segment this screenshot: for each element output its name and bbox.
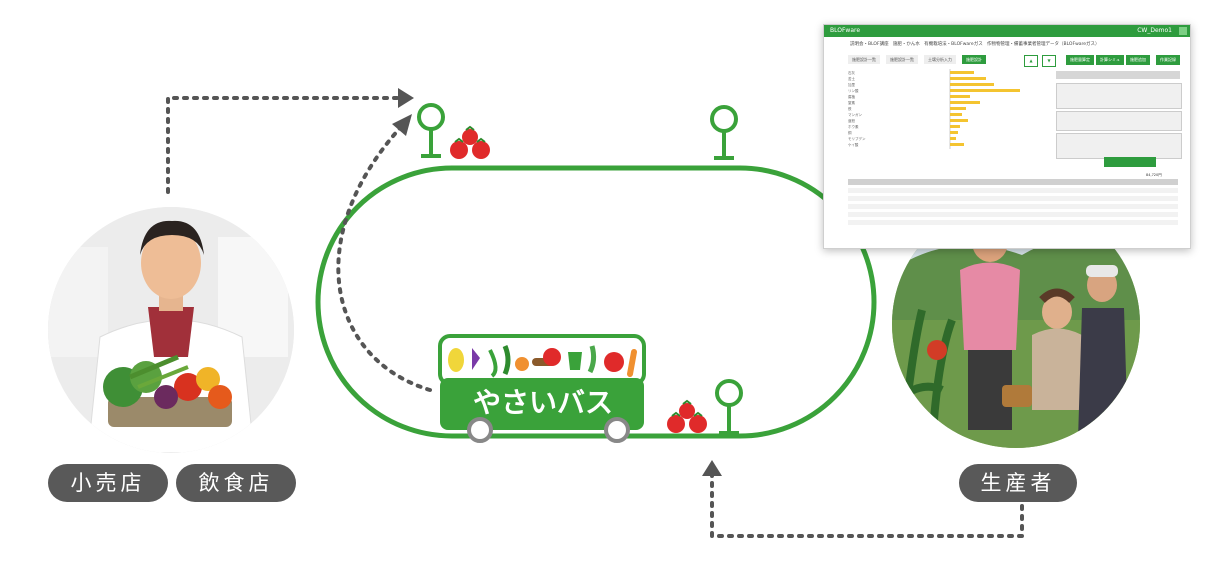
summary-table (1056, 71, 1180, 79)
arrowhead-up (702, 460, 722, 476)
nutrient-row: 亜鉛 (848, 119, 855, 123)
bus-label: やさいバス (472, 386, 613, 419)
summary-table (1056, 83, 1182, 109)
nutrient-row: 腐植 (848, 95, 855, 99)
summary-table (1056, 133, 1182, 159)
bus-stop-icon (417, 103, 445, 158)
nutrient-row: 加里 (848, 83, 855, 87)
vegetable-bus (438, 334, 646, 443)
nav-item[interactable]: 有機栽培法・BLOFwareガス (924, 42, 983, 47)
tomato-icon (667, 399, 707, 433)
flow-arrow-retail-to-stop (166, 96, 402, 194)
table-row (848, 204, 1178, 209)
user-name[interactable]: CW_Demo1 (1137, 27, 1172, 34)
total-amount: 84,720円 (1146, 173, 1162, 177)
table-row (848, 212, 1178, 217)
action-button[interactable]: 計算シミュ (1096, 55, 1124, 65)
flow-arrow-bus-to-stop (336, 126, 432, 392)
app-header: BLOFware CW_Demo1 (824, 25, 1190, 37)
arrowhead-up-right (392, 114, 412, 136)
nutrient-bars (949, 69, 1020, 149)
table-row (848, 196, 1178, 201)
nutrient-row: ホウ素 (848, 125, 859, 129)
nutrient-row: 鉄 (848, 107, 852, 111)
tomato-icon (450, 125, 490, 159)
data-table-header (848, 179, 1178, 185)
bus-stop-icon (710, 105, 738, 160)
chef-photo (48, 207, 294, 453)
restaurant-label: 飲食店 (176, 464, 296, 502)
blofware-screenshot: BLOFware CW_Demo1 説明会・BLOF講座 施肥・かん水 有機栽培… (823, 24, 1191, 249)
nav-item[interactable]: 施肥・かん水 (892, 42, 920, 47)
nav-item[interactable]: 説明会・BLOF講座 (850, 42, 889, 47)
flow-arrow-producer-to-stop (710, 472, 1024, 538)
action-button[interactable]: 作業記録 (1156, 55, 1180, 65)
calc-button[interactable] (1104, 157, 1156, 167)
nutrient-row: 窒素 (848, 101, 855, 105)
nutrient-row: 銅 (848, 131, 852, 135)
arrowhead-right (398, 88, 414, 108)
action-button[interactable]: 施肥追加 (1126, 55, 1150, 65)
app-name: BLOFware (830, 27, 861, 34)
nutrient-row: マンガン (848, 113, 862, 117)
up-button[interactable]: ▲ (1024, 55, 1038, 67)
nutrient-row: 苦土 (848, 77, 855, 81)
action-button[interactable]: 施肥量算定 (1066, 55, 1094, 65)
nutrient-row: ケイ酸 (848, 143, 859, 147)
step-tab-active[interactable]: 施肥設計 (962, 55, 986, 64)
table-row (848, 220, 1178, 225)
step-tab[interactable]: 施肥設計一覧 (886, 55, 918, 64)
down-button[interactable]: ▼ (1042, 55, 1056, 67)
nutrient-row: モリブデン (848, 137, 866, 141)
step-tab[interactable]: 土壌分析入力 (924, 55, 956, 64)
nav-bar: 説明会・BLOF講座 施肥・かん水 有機栽培法・BLOFwareガス 作物物管理… (824, 37, 1190, 51)
nutrient-row: リン酸 (848, 89, 859, 93)
step-tab[interactable]: 施肥設計一覧 (848, 55, 880, 64)
bus-stop-icon (715, 379, 743, 435)
table-row (848, 188, 1178, 193)
producer-label: 生産者 (959, 464, 1077, 502)
hamburger-menu-icon[interactable] (1179, 27, 1187, 35)
bus-route-loop (315, 165, 877, 439)
nav-item[interactable]: 作物物管理・備蓄事業者管理データ（BLOFwareガス） (987, 42, 1100, 47)
retail-label: 小売店 (48, 464, 168, 502)
nutrient-row: 石灰 (848, 71, 855, 75)
summary-table (1056, 111, 1182, 131)
